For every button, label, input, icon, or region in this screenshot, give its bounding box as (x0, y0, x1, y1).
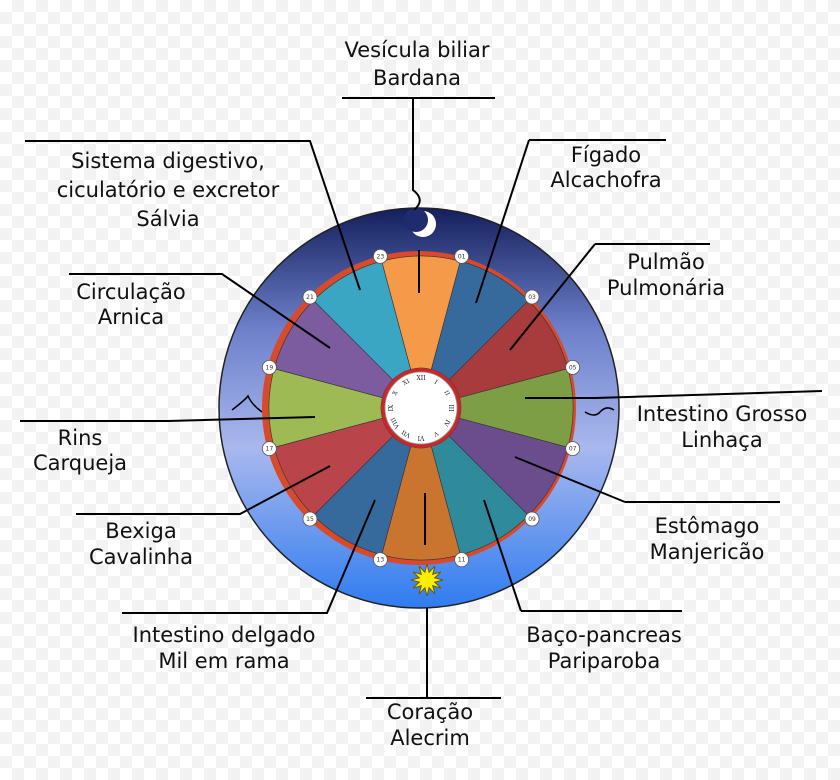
hour-marker-circle (261, 359, 277, 375)
hour-marker-label: 13 (377, 557, 385, 564)
intestino-delgado-label-line2: Mil em rama (158, 649, 289, 673)
roman-numeral: VI (417, 434, 425, 441)
roman-numeral: XII (416, 375, 426, 382)
hour-marker-label: 07 (569, 446, 577, 453)
hour-marker-circle (454, 248, 470, 264)
hour-marker-label: 05 (569, 364, 577, 371)
rins-label-line1: Rins (58, 426, 103, 450)
hour-marker-label: 03 (528, 294, 536, 301)
hour-marker-label: 09 (528, 516, 536, 523)
roman-numeral: II (442, 389, 451, 397)
circulacao-label-line2: Arnica (98, 305, 164, 329)
hour-marker-label: 19 (266, 364, 274, 371)
hour-marker-label: 17 (266, 446, 274, 453)
hour-marker-circle (454, 552, 470, 568)
hour-marker-circle (565, 441, 581, 457)
labels: Vesícula biliar Bardana Sistema digestiv… (33, 38, 807, 750)
hour-marker-circle (524, 289, 540, 305)
pulmao-label-line1: Pulmão (627, 250, 705, 274)
bexiga-label-line2: Cavalinha (89, 545, 193, 569)
hour-marker-circle (302, 289, 318, 305)
hour-marker-label: 01 (458, 253, 466, 260)
estomago-label-line2: Manjericão (650, 540, 765, 564)
hour-marker-circle (372, 248, 388, 264)
roman-numeral: III (447, 404, 454, 412)
roman-numeral: I (433, 379, 439, 387)
circulacao-label-line1: Circulação (76, 280, 186, 304)
hour-marker-label: 21 (306, 294, 314, 301)
sistema-label-line2: ciculatório e excretor (57, 178, 280, 202)
vesicula-label-line2: Bardana (373, 66, 461, 90)
sectors-group (268, 255, 574, 561)
roman-numeral: IX (388, 404, 395, 411)
leader-lines (20, 97, 823, 699)
roman-numeral: XI (402, 377, 412, 387)
hour-marker-circle (261, 441, 277, 457)
roman-numeral: VII (400, 428, 413, 439)
hour-marker-circle (524, 511, 540, 527)
coracao-label-line1: Coração (387, 700, 473, 724)
moon-icon (404, 208, 436, 237)
figado-label-line2: Alcachofra (550, 168, 661, 192)
figado-label-line1: Fígado (571, 143, 641, 167)
bexiga-label-line1: Bexiga (105, 519, 176, 543)
clock-face (384, 371, 458, 445)
intestino-delgado-label-line1: Intestino delgado (133, 623, 316, 647)
hour-marker-label: 11 (458, 557, 466, 564)
intestino-grosso-label-line2: Linhaça (681, 428, 762, 452)
roman-numeral: X (391, 389, 400, 397)
pulmao-label-line2: Pulmonária (607, 276, 725, 300)
estomago-label-line1: Estômago (655, 514, 760, 538)
baco-label-line1: Baço-pancreas (526, 623, 682, 647)
hour-marker-label: 15 (306, 516, 314, 523)
hour-marker-circle (372, 552, 388, 568)
rins-label-line2: Carqueja (33, 451, 127, 475)
coracao-label-line2: Alecrim (390, 726, 470, 750)
hour-markers: 23 01 03 05 07 09 11 13 15 17 19 21 (261, 248, 581, 568)
hour-marker-label: 23 (377, 253, 385, 260)
sistema-label-line3: Sálvia (136, 207, 199, 231)
roman-numeral: IV (442, 418, 452, 428)
baco-label-line2: Pariparoba (548, 649, 660, 673)
intestino-grosso-label-line1: Intestino Grosso (637, 402, 808, 426)
sun-icon (410, 563, 444, 597)
sistema-label-line1: Sistema digestivo, (71, 149, 265, 173)
roman-numeral: V (432, 429, 441, 438)
hour-marker-circle (302, 511, 318, 527)
hour-marker-circle (565, 359, 581, 375)
vesicula-label-line1: Vesícula biliar (344, 38, 489, 62)
